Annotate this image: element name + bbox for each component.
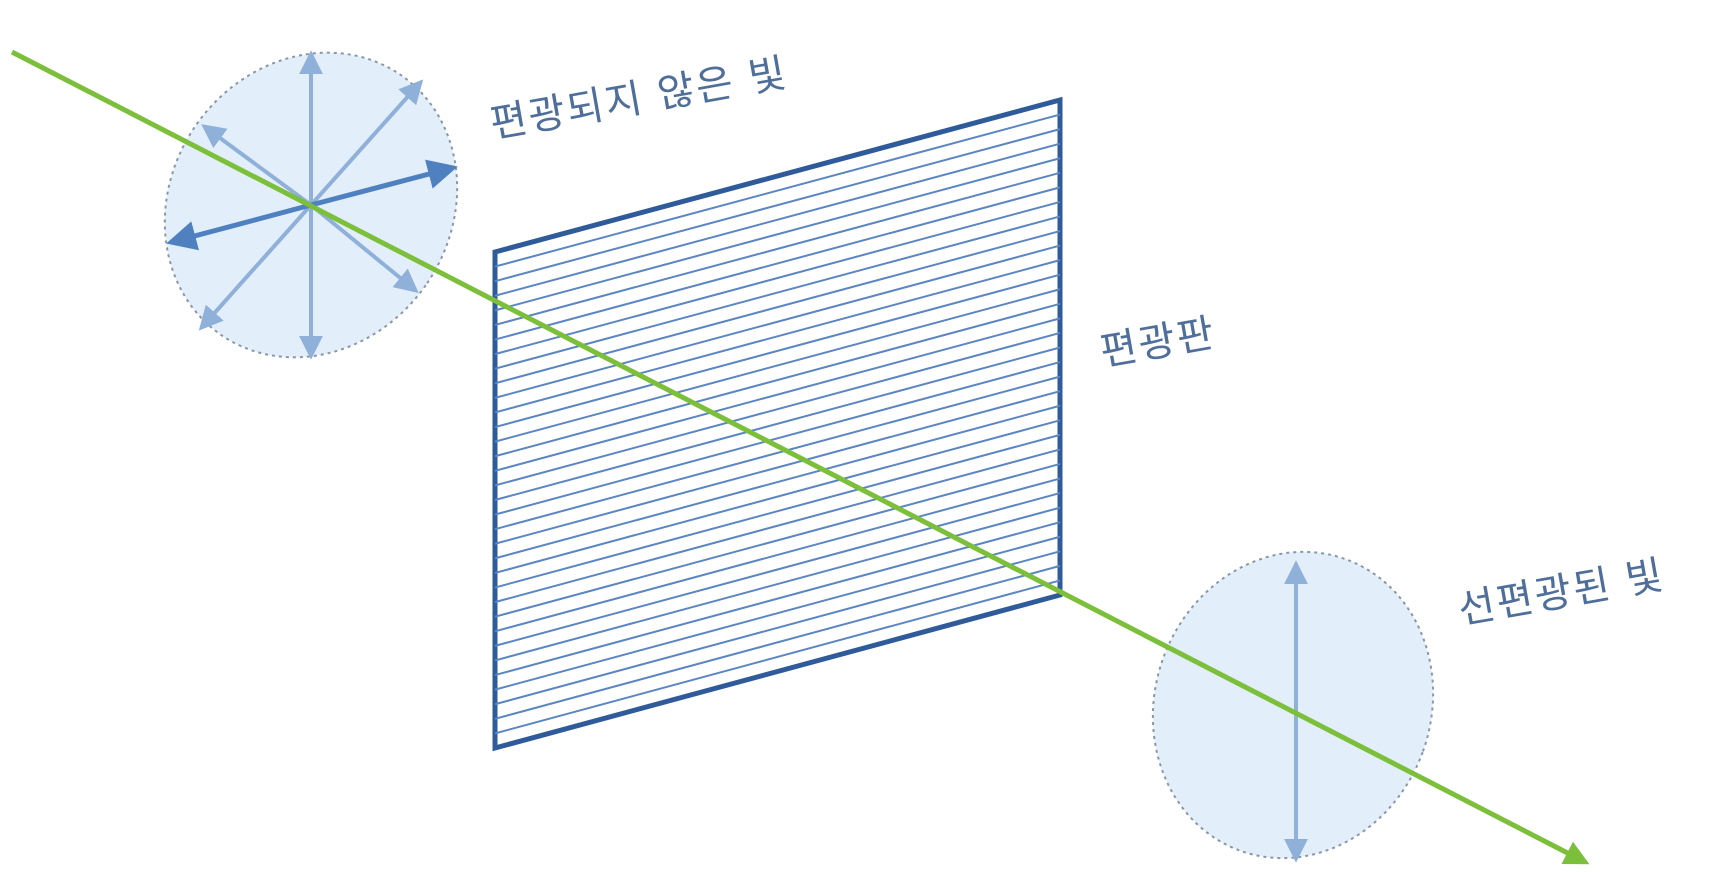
unpolarized-arrow-diag-ur (309, 79, 424, 207)
polarizer-grating-line (494, 259, 1061, 414)
polarizer-grating-line (494, 244, 1061, 399)
polarizer-grating-line (494, 288, 1061, 443)
polarizer-grating-line (494, 230, 1061, 385)
unpolarized-arrow-diag-ul (201, 124, 313, 207)
unpolarized-arrow-diag-dr (309, 203, 419, 294)
polarizer-grating-line (494, 331, 1061, 487)
polarizer-grating-line (494, 521, 1061, 677)
polarizer-grating-line (494, 200, 1061, 356)
linear-polarized-ellipse (1151, 550, 1435, 860)
polarizer-grating-line (494, 215, 1061, 370)
polarizer-grating-line (494, 128, 1061, 283)
polarizer-grating-lines (494, 113, 1061, 735)
polarizer-grating-line (494, 419, 1061, 574)
polarizer-grating-line (494, 535, 1061, 691)
polarizer-grating-line (494, 390, 1061, 545)
polarizer-grating-line (494, 273, 1061, 429)
polarizer-grating-line (494, 113, 1061, 268)
unpolarized-arrow-horizontal-left (166, 202, 312, 251)
polarizer-grating-line (494, 492, 1061, 647)
polarizer-grating-line (494, 171, 1061, 326)
polarizer-grating-line (494, 550, 1061, 706)
polarizer-grating-line (494, 186, 1061, 341)
polarizer-grating-line (494, 142, 1061, 297)
polarizer-grating-line (494, 579, 1061, 735)
polarizer-grating-line (494, 463, 1061, 618)
polarizer-grating-line (494, 433, 1061, 589)
polarizer-grating-line (494, 157, 1061, 312)
polarizer-grating-line (494, 506, 1061, 662)
polarizer-grating-line (494, 477, 1061, 633)
polarizer-grating-line (494, 448, 1061, 604)
polarizer-grating-line (494, 564, 1061, 720)
light-beam (10, 49, 1590, 865)
unpolarized-arrow-diag-dl (198, 203, 313, 331)
polarizer-grating-line (494, 375, 1061, 531)
polarizer-grating-line (494, 361, 1061, 516)
polarizer-grating-line (494, 404, 1061, 560)
unpolarized-arrow-horizontal-right (310, 159, 458, 208)
polarizer-grating-line (494, 302, 1061, 458)
polarizer-grating-line (494, 317, 1061, 472)
polarizer-plate (492, 96, 1063, 752)
linear-polarized-light-group (1151, 550, 1435, 863)
polarizer-grating-line (494, 346, 1061, 501)
